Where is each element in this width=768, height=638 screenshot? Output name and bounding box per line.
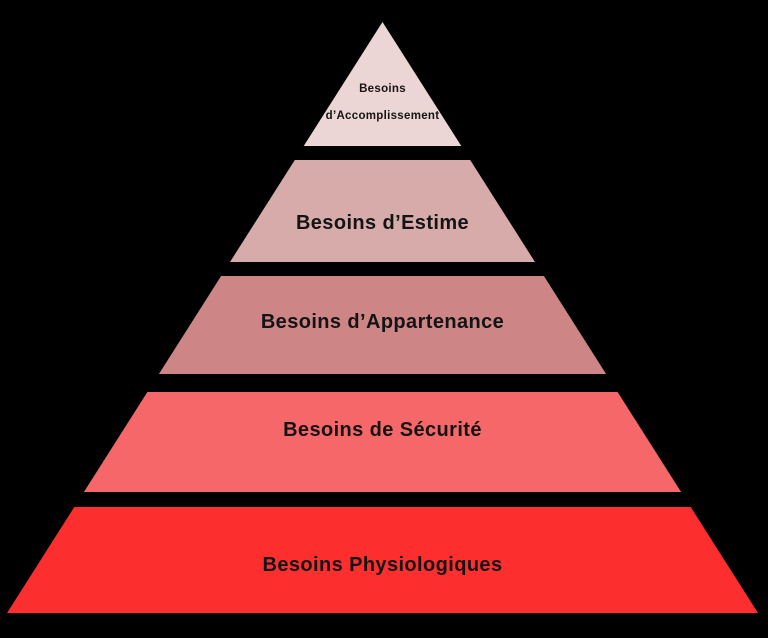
level-5-label: Besoins Physiologiques bbox=[263, 554, 503, 576]
pyramid-level-3-shape bbox=[158, 276, 607, 374]
pyramid-level-5-shape bbox=[7, 507, 758, 613]
pyramid-level-2-shape bbox=[230, 160, 535, 262]
pyramid-level-4-shape bbox=[83, 392, 682, 492]
level-4-label: Besoins de Sécurité bbox=[283, 419, 482, 441]
level-2-label: Besoins d’Estime bbox=[296, 212, 469, 234]
level-1-label-line-2: d’Accomplissement bbox=[326, 110, 440, 122]
level-3-label: Besoins d’Appartenance bbox=[261, 311, 504, 333]
level-1-label-line-1: Besoins bbox=[359, 83, 406, 95]
pyramid-level-1-shape bbox=[303, 22, 462, 146]
pyramid-level-shapes bbox=[7, 22, 758, 613]
